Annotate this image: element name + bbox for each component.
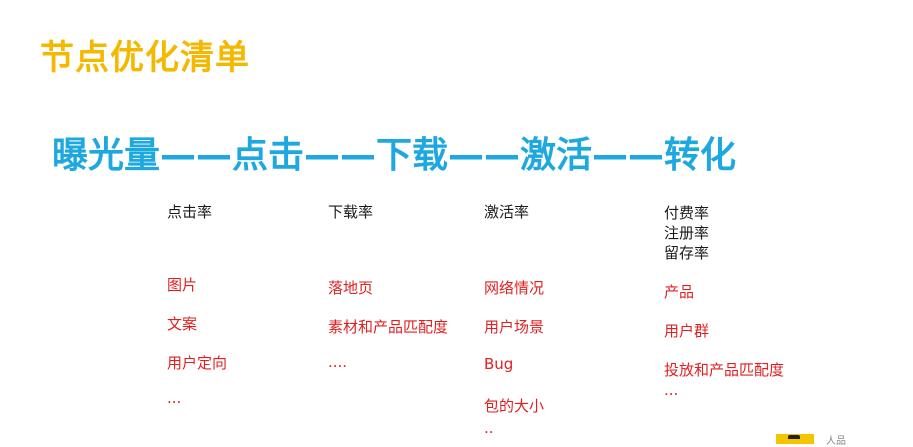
factor-item: 图片 [167,276,198,294]
metric-retention-rate: 留存率 [664,244,710,262]
funnel-flow-heading: 曝光量——点击——下载——激活——转化 [52,135,737,176]
metric-click-rate: 点击率 [167,203,213,221]
factor-item: Bug [484,355,514,373]
page-title: 节点优化清单 [40,38,250,78]
factor-item: ... [167,389,182,407]
factor-item: 网络情况 [484,279,545,297]
metric-download-rate: 下载率 [328,203,374,221]
factor-item: .... [328,353,348,371]
metric-pay-rate: 付费率 [664,204,710,222]
factor-item: 产品 [664,283,695,301]
corner-label: 人品 [826,436,846,447]
factor-item: 用户定向 [167,354,228,372]
factor-item: 用户场景 [484,318,545,336]
factor-item: 落地页 [328,279,374,297]
corner-badge [776,434,814,444]
factor-item: .. [484,419,494,437]
metric-activation-rate: 激活率 [484,203,530,221]
factor-item: 用户群 [664,322,710,340]
metric-register-rate: 注册率 [664,224,710,242]
factor-item: 文案 [167,315,198,333]
factor-item: 素材和产品匹配度 [328,318,449,336]
factor-item: ... [664,381,679,399]
badge-mark-icon [788,435,800,439]
factor-item: 包的大小 [484,397,545,415]
factor-item: 投放和产品匹配度 [664,361,785,379]
